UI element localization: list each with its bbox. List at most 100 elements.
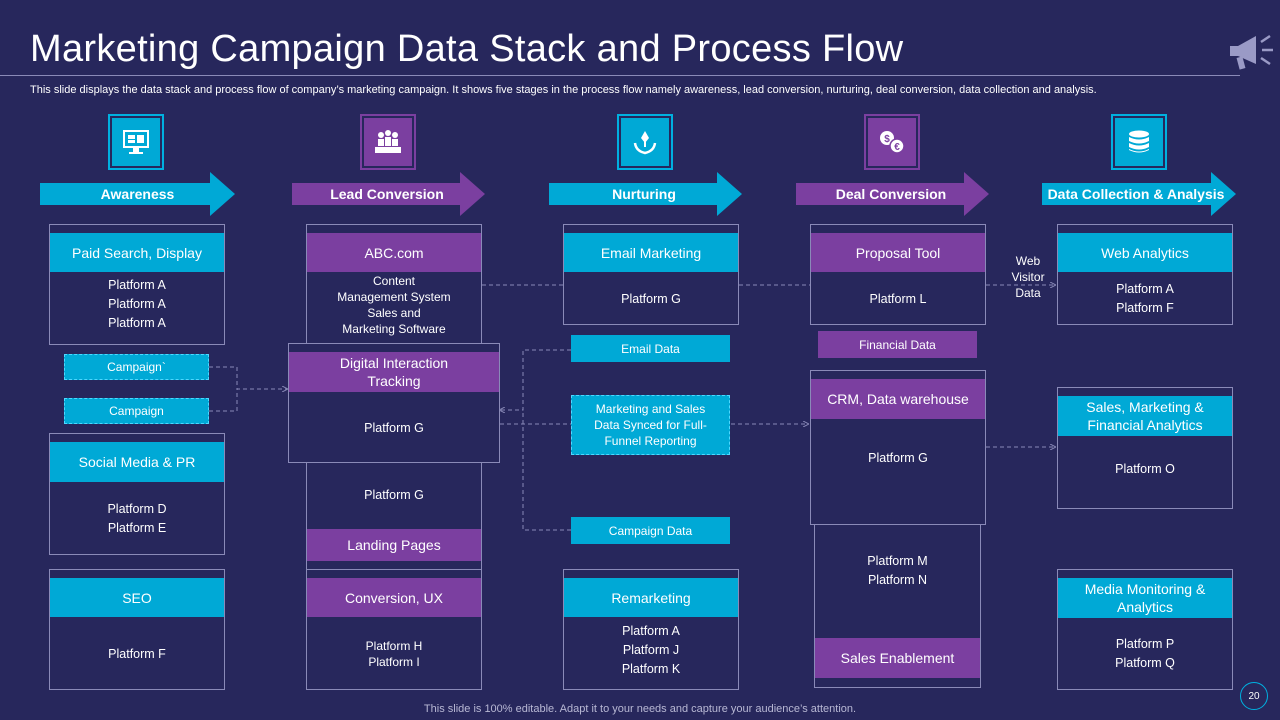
sales-analytics-platforms: Platform O: [1058, 438, 1232, 502]
email-marketing-header: Email Marketing: [564, 233, 738, 272]
platform-item: Platform E: [107, 521, 167, 535]
platform-item: Platform A: [108, 296, 166, 311]
system-item: Management System: [337, 290, 451, 304]
sales-enablement-header: Sales Enablement: [815, 638, 980, 678]
seo-header: SEO: [50, 578, 224, 617]
platform-item: Platform Q: [1115, 656, 1175, 670]
web-analytics-platforms: Platform A Platform F: [1058, 275, 1232, 323]
currency-exchange-icon: $€: [864, 114, 920, 170]
media-monitoring-card: Media Monitoring & Analytics Platform P …: [1057, 569, 1233, 690]
system-item: Sales and: [367, 306, 421, 320]
stage-label: Nurturing: [612, 186, 676, 202]
crm-card: CRM, Data warehouse Platform G: [810, 370, 986, 525]
page-number: 20: [1240, 682, 1268, 710]
proposal-tool-platforms: Platform L: [811, 274, 985, 324]
svg-text:$: $: [884, 134, 890, 145]
people-podium-icon: [360, 114, 416, 170]
proposal-tool-header: Proposal Tool: [811, 233, 985, 272]
remarketing-card: Remarketing Platform A Platform J Platfo…: [563, 569, 739, 690]
remarketing-platforms: Platform A Platform J Platform K: [564, 617, 738, 683]
platform-item: Platform A: [108, 315, 166, 330]
platform-item: Platform J: [622, 642, 680, 657]
platform-item: Platform P: [1115, 637, 1175, 651]
email-marketing-card: Email Marketing Platform G: [563, 224, 739, 325]
platform-item: Platform L: [869, 291, 927, 306]
platform-item: Platform G: [868, 450, 928, 465]
remarketing-header: Remarketing: [564, 578, 738, 617]
media-monitoring-platforms: Platform P Platform Q: [1058, 620, 1232, 688]
database-icon: [1111, 114, 1167, 170]
web-visitor-data-label: Web Visitor Data: [1000, 253, 1056, 301]
sales-enablement-platforms: Platform M Platform N: [815, 543, 980, 599]
platform-item: Platform D: [107, 502, 167, 516]
sales-analytics-card: Sales, Marketing & Financial Analytics P…: [1057, 387, 1233, 509]
stage-awareness: Awareness: [40, 172, 235, 216]
social-media-platforms: Platform D Platform E: [50, 484, 224, 554]
platform-item: Platform M: [867, 554, 928, 568]
platform-item: Platform A: [1116, 282, 1174, 296]
slide-description: This slide displays the data stack and p…: [30, 84, 1097, 96]
platform-item: Platform G: [364, 487, 424, 502]
digital-tracking-header: Digital Interaction Tracking: [289, 352, 499, 392]
crm-platforms: Platform G: [811, 421, 985, 495]
platform-item: Platform A: [108, 277, 166, 292]
system-item: Marketing Software: [342, 322, 446, 336]
seo-platforms: Platform F: [50, 619, 224, 689]
platform-item: Platform N: [867, 573, 928, 587]
stage-data-collection: Data Collection & Analysis: [1042, 172, 1236, 216]
stage-label: Lead Conversion: [330, 186, 444, 202]
plant-hands-icon: [617, 114, 673, 170]
svg-text:€: €: [894, 142, 900, 153]
financial-data-tag: Financial Data: [818, 331, 977, 358]
stage-deal-conversion: Deal Conversion: [796, 172, 989, 216]
proposal-tool-card: Proposal Tool Platform L: [810, 224, 986, 325]
platform-item: Platform G: [621, 291, 681, 306]
stage-label: Awareness: [100, 186, 175, 202]
conversion-ux-platforms: Platform H Platform I: [307, 619, 481, 689]
media-monitoring-header: Media Monitoring & Analytics: [1058, 578, 1232, 618]
campaign-tag: Campaign: [64, 398, 209, 424]
campaign-data-tag: Campaign Data: [571, 517, 730, 544]
system-item: Content: [372, 274, 416, 288]
abc-header: ABC.com: [307, 233, 481, 272]
title-divider: [0, 75, 1240, 76]
paid-search-card: Paid Search, Display Platform A Platform…: [49, 224, 225, 345]
stage-nurturing: Nurturing: [549, 172, 742, 216]
landing-pages-card: Platform G Landing Pages: [306, 460, 482, 570]
sales-enablement-card: Platform M Platform N Sales Enablement: [814, 522, 981, 688]
stage-label: Deal Conversion: [835, 186, 947, 202]
platform-item: Platform G: [364, 420, 424, 435]
campaign-tag: Campaign`: [64, 354, 209, 380]
abc-systems: Content Management System Sales and Mark…: [307, 272, 481, 338]
label-line: Visitor: [1011, 270, 1045, 284]
landing-pages-platforms: Platform G: [307, 475, 481, 515]
abc-card: ABC.com Content Management System Sales …: [306, 224, 482, 345]
platform-item: Platform A: [622, 623, 680, 638]
monitor-icon: [108, 114, 164, 170]
label-line: Web: [1015, 254, 1041, 268]
stage-lead-conversion: Lead Conversion: [292, 172, 485, 216]
stage-label: Data Collection & Analysis: [1047, 186, 1225, 202]
platform-item: Platform F: [108, 646, 166, 661]
page-title: Marketing Campaign Data Stack and Proces…: [30, 28, 904, 70]
digital-tracking-platforms: Platform G: [289, 394, 499, 462]
platform-item: Platform I: [368, 655, 420, 669]
digital-tracking-card: Digital Interaction Tracking Platform G: [288, 343, 500, 463]
crm-header: CRM, Data warehouse: [811, 379, 985, 419]
platform-item: Platform H: [365, 639, 423, 653]
platform-item: Platform F: [1116, 301, 1174, 315]
email-marketing-platforms: Platform G: [564, 274, 738, 324]
web-analytics-card: Web Analytics Platform A Platform F: [1057, 224, 1233, 325]
web-analytics-header: Web Analytics: [1058, 233, 1232, 272]
social-media-header: Social Media & PR: [50, 442, 224, 482]
megaphone-icon: [1226, 30, 1278, 76]
seo-card: SEO Platform F: [49, 569, 225, 690]
landing-pages-header: Landing Pages: [307, 529, 481, 561]
footer-note: This slide is 100% editable. Adapt it to…: [423, 703, 857, 715]
platform-item: Platform K: [621, 661, 681, 676]
email-data-tag: Email Data: [571, 335, 730, 362]
platform-item: Platform O: [1115, 462, 1175, 476]
sales-analytics-header: Sales, Marketing & Financial Analytics: [1058, 396, 1232, 436]
paid-search-platforms: Platform A Platform A Platform A: [50, 274, 224, 334]
label-line: Data: [1015, 286, 1041, 300]
